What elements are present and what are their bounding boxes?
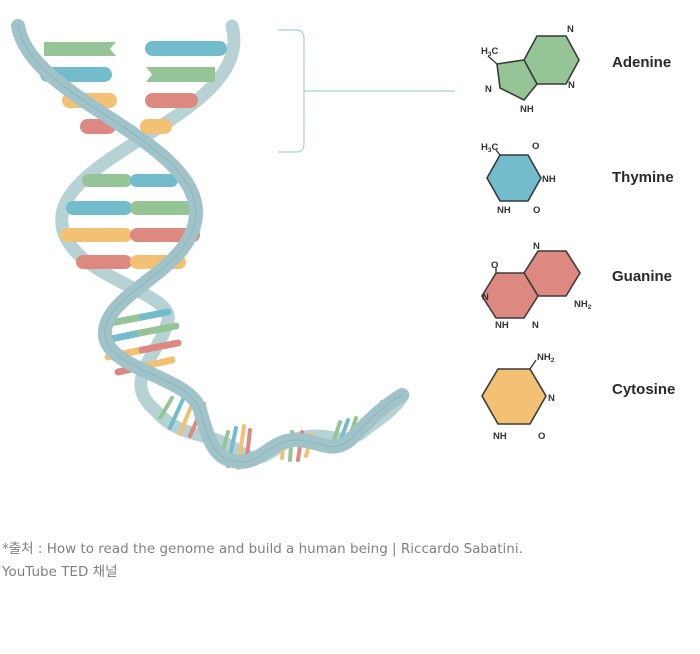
svg-text:H3C: H3C <box>481 46 499 58</box>
base-pair-adenine <box>44 42 116 56</box>
source-caption: *출처 : How to read the genome and build a… <box>2 538 692 584</box>
base-pair-guanine <box>145 93 198 108</box>
label-thymine: Thymine <box>612 169 674 186</box>
svg-text:NH: NH <box>520 104 534 115</box>
svg-text:NH2: NH2 <box>574 299 592 311</box>
bracket-connector <box>278 29 455 153</box>
guanine-molecule: O N N NH N NH2 <box>481 241 592 331</box>
caption-line-1: *출처 : How to read the genome and build a… <box>2 541 523 557</box>
svg-text:NH: NH <box>493 431 507 442</box>
svg-text:H3C: H3C <box>481 142 499 154</box>
base-pair-adenine <box>146 67 215 82</box>
svg-text:NH: NH <box>542 174 556 185</box>
svg-text:N: N <box>482 292 489 303</box>
base-pairs-middle <box>60 174 200 269</box>
svg-text:O: O <box>532 141 539 152</box>
svg-text:O: O <box>533 205 540 216</box>
svg-text:N: N <box>567 24 574 35</box>
svg-text:NH2: NH2 <box>537 352 555 364</box>
svg-text:N: N <box>568 80 575 91</box>
svg-text:NH: NH <box>495 320 509 331</box>
svg-text:N: N <box>548 393 555 404</box>
thymine-molecule: H3C O NH NH O <box>481 141 556 216</box>
svg-text:O: O <box>538 431 545 442</box>
svg-text:NH: NH <box>497 205 511 216</box>
cytosine-molecule: NH2 N NH O <box>481 352 555 442</box>
caption-line-2: YouTube TED 채널 <box>2 564 118 580</box>
svg-text:N: N <box>533 241 540 252</box>
label-cytosine: Cytosine <box>612 381 676 398</box>
base-pair-thymine <box>145 41 227 56</box>
label-guanine: Guanine <box>612 268 673 285</box>
svg-text:N: N <box>532 320 539 331</box>
svg-text:O: O <box>491 260 498 271</box>
label-adenine: Adenine <box>612 54 672 71</box>
svg-text:N: N <box>485 84 492 95</box>
base-pair-cytosine <box>140 119 172 134</box>
adenine-molecule: H3C N N N NH <box>481 24 580 115</box>
